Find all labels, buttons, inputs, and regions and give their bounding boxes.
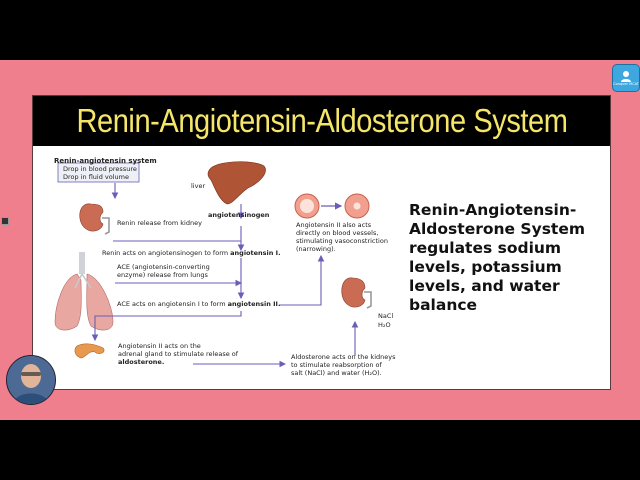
adrenal-line-1: Angiotensin II acts on the: [118, 342, 201, 350]
trigger-box: [57, 162, 140, 183]
ace-acts-text: ACE acts on angiotensin I to form: [117, 300, 228, 308]
diagram-graphics: [54, 161, 372, 368]
angiotensinogen-label: angiotensinogen: [208, 211, 270, 219]
angiotensin-ii-label: angiotensin II.: [227, 300, 281, 308]
arrow-to-adrenal: [91, 311, 242, 342]
slide: Renin-Angiotensin-Aldosterone System: [32, 95, 611, 390]
ace-acts-label: ACE acts on angiotensin I to form angiot…: [117, 300, 281, 309]
liver-label: liver: [191, 182, 206, 190]
presentation-background: Renin-Angiotensin-Aldosterone System: [0, 60, 640, 420]
h2o-label: H₂O: [378, 321, 391, 329]
vessels-line-2: directly on blood vessels,: [296, 229, 379, 237]
lungs-icon: [54, 252, 114, 331]
presenter-image: [7, 356, 55, 404]
kidney-right-icon: [341, 277, 372, 309]
aldosterone-label: aldosterone.: [118, 358, 165, 366]
aldo-line-2: to stimulate reabsorption of: [291, 361, 382, 369]
renin-acts-label: Renin acts on angiotensinogen to form an…: [102, 249, 281, 258]
diagram-heading: Renin-angiotensin system: [54, 157, 157, 165]
adrenal-gland-icon: [74, 343, 105, 359]
liver-icon: [207, 161, 266, 205]
ace-line-2: enzyme) release from lungs: [117, 271, 208, 279]
presenter-avatar: [6, 355, 56, 405]
blood-vessel-icon: [294, 193, 370, 219]
slide-title: Renin-Angiotensin-Aldosterone System: [75, 102, 568, 139]
person-icon: [621, 71, 631, 82]
side-summary-text: Renin-Angiotensin-Aldosterone System reg…: [409, 201, 586, 314]
ace-line-1: ACE (angiotensin-converting: [117, 263, 210, 271]
aldo-line-1: Aldosterone acts on the kidneys: [291, 353, 396, 361]
slide-title-bar: Renin-Angiotensin-Aldosterone System: [33, 96, 610, 146]
angiotensin-i-label: angiotensin I.: [230, 249, 281, 257]
adrenal-line-2: adrenal gland to stimulate release of: [118, 350, 239, 358]
logo-text: Conquer MCAT: [613, 82, 639, 86]
channel-logo: Conquer MCAT: [612, 64, 640, 92]
trigger-line-1: Drop in blood pressure: [63, 165, 137, 173]
side-marker-icon: [1, 217, 9, 225]
renin-release-label: Renin release from kidney: [117, 219, 202, 227]
vessels-line-4: (narrowing).: [296, 245, 336, 253]
renin-acts-text: Renin acts on angiotensinogen to form: [102, 249, 231, 257]
nacl-label: NaCl: [378, 312, 394, 320]
kidney-icon: [79, 203, 110, 235]
arrow-to-vessels: [279, 254, 325, 306]
vessels-line-1: Angiotensin II also acts: [296, 221, 372, 229]
aldo-line-3: salt (NaCl) and water (H₂O).: [291, 369, 382, 377]
trigger-line-2: Drop in fluid volume: [63, 173, 129, 181]
vessels-line-3: stimulating vasoconstriction: [296, 237, 388, 245]
raas-diagram: Renin-angiotensin system Drop in blood p…: [33, 146, 610, 389]
